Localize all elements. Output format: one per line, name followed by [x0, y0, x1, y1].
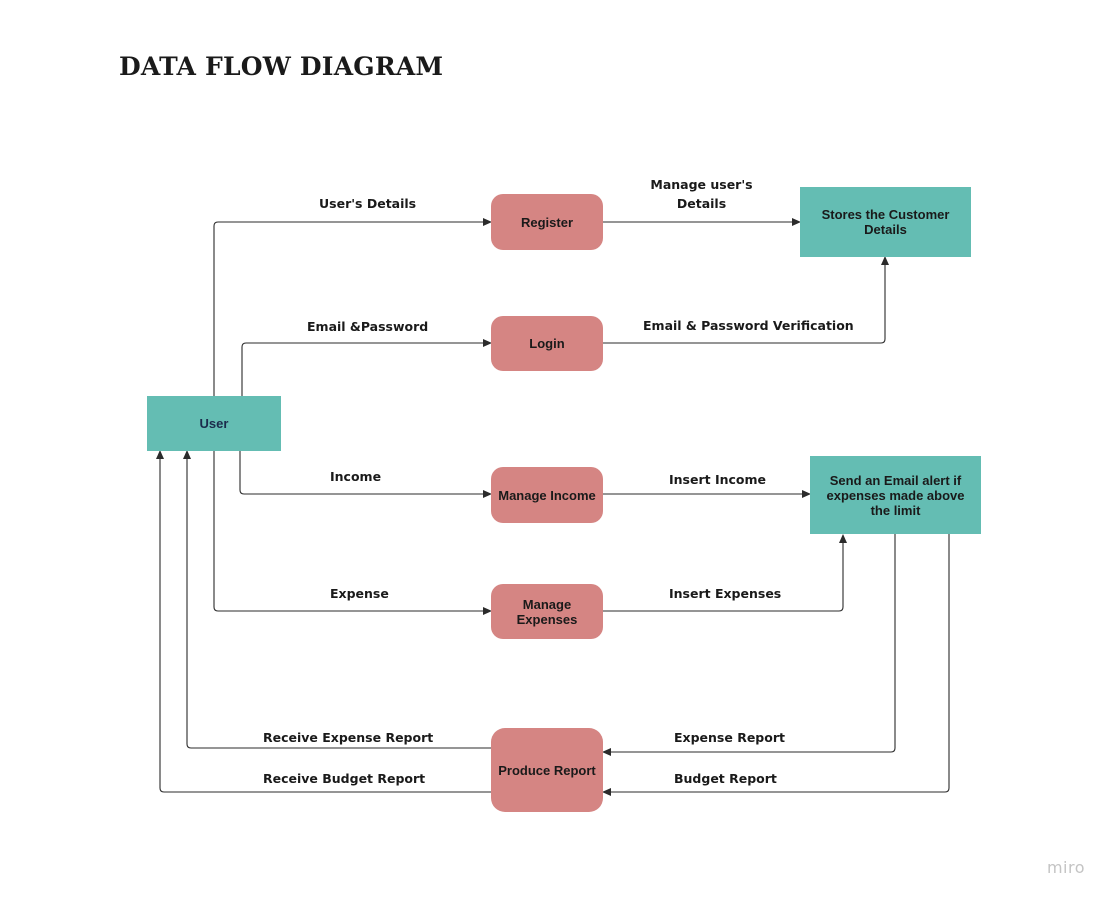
produce-report-process[interactable]: Produce Report: [491, 728, 603, 812]
manage-income-process[interactable]: Manage Income: [491, 467, 603, 523]
flow-label-insert-expenses: Insert Expenses: [669, 586, 782, 601]
flow-label-receive-budget-report: Receive Budget Report: [263, 771, 426, 786]
login-process[interactable]: Login: [491, 316, 603, 371]
flow-label-expense: Expense: [330, 586, 389, 601]
flow-expenses-to-alert: [603, 534, 847, 612]
flow-login-to-store: [603, 256, 889, 344]
flow-alert-to-report-expense: [602, 534, 896, 756]
flow-label-email-password: Email &Password: [307, 319, 429, 334]
flow-label-receive-expense-report: Receive Expense Report: [263, 730, 434, 745]
flow-user-to-register: [213, 218, 492, 396]
manage-expenses-process[interactable]: Manage Expenses: [491, 584, 603, 639]
flow-label-users-details: User's Details: [319, 196, 417, 211]
flow-label-expense-report: Expense Report: [674, 730, 785, 745]
flow-label-income: Income: [330, 469, 382, 484]
flow-alert-to-report-budget: [602, 534, 950, 796]
flow-user-to-income: [239, 451, 492, 498]
user-entity[interactable]: User: [147, 396, 281, 451]
miro-watermark: miro: [1046, 858, 1085, 877]
page-title: DATA FLOW DIAGRAM: [119, 52, 444, 81]
flow-label-insert-income: Insert Income: [669, 472, 767, 487]
customer-details-store[interactable]: Stores the Customer Details: [800, 187, 971, 257]
flow-report-to-user-budget: [156, 450, 491, 793]
email-alert-entity[interactable]: Send an Email alert if expenses made abo…: [810, 456, 981, 534]
flow-label-budget-report: Budget Report: [674, 771, 777, 786]
flow-user-to-expenses: [213, 451, 492, 615]
flow-report-to-user-expense: [183, 450, 491, 749]
flow-user-to-login: [241, 339, 492, 396]
register-process[interactable]: Register: [491, 194, 603, 250]
flow-label-manage-users-details: Manage user's Details: [650, 177, 753, 211]
flow-label-email-password-verification: Email & Password Verification: [643, 318, 854, 333]
